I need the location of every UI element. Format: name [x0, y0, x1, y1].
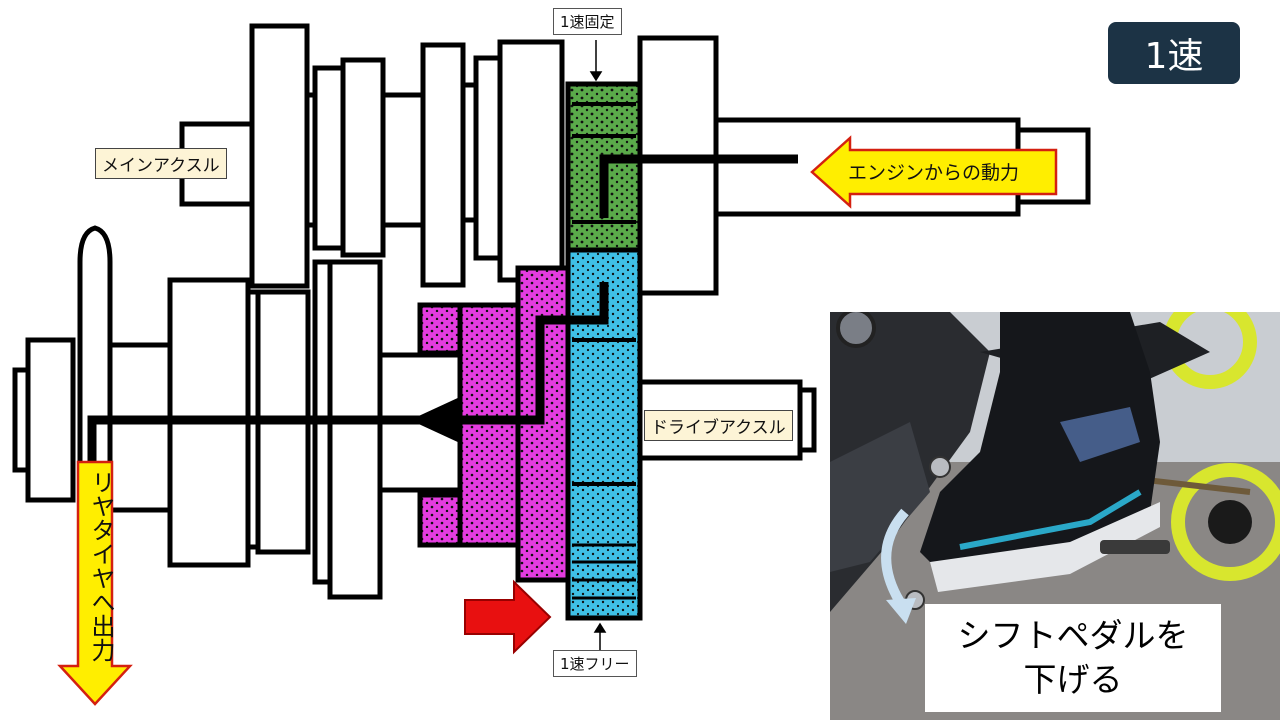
- gear-indicator-text: 1速: [1144, 36, 1204, 77]
- rear-output-label: リヤタイヤへ出力: [87, 470, 115, 662]
- photo-motion-arrow: [881, 508, 909, 605]
- gear-free-callout: 1速フリー: [553, 650, 637, 677]
- rear-output-arrow: [57, 460, 133, 706]
- photo-caption-line1: シフトペダルを: [957, 616, 1189, 655]
- callout-pointers: [589, 40, 607, 652]
- engine-power-label: エンジンからの動力: [848, 162, 1020, 184]
- power-flow-path: [87, 154, 798, 462]
- gear-fixed-callout: 1速固定: [553, 8, 622, 35]
- photo-shift-pedal: [1100, 540, 1170, 554]
- drive-axle-label: ドライブアクスル: [644, 410, 793, 441]
- shift-pedal-photo: [830, 312, 1280, 720]
- main-axle-label: メインアクスル: [95, 148, 227, 179]
- gear-indicator-badge: 1速: [1108, 22, 1240, 84]
- photo-caption-line2: 下げる: [1023, 660, 1123, 699]
- power-flow-arrowhead: [410, 396, 462, 444]
- shift-arrow-red: [464, 579, 552, 655]
- engine-power-arrow: [810, 135, 1058, 209]
- photo-riding-boot: [920, 312, 1160, 592]
- photo-caption: シフトペダルを 下げる: [925, 604, 1221, 712]
